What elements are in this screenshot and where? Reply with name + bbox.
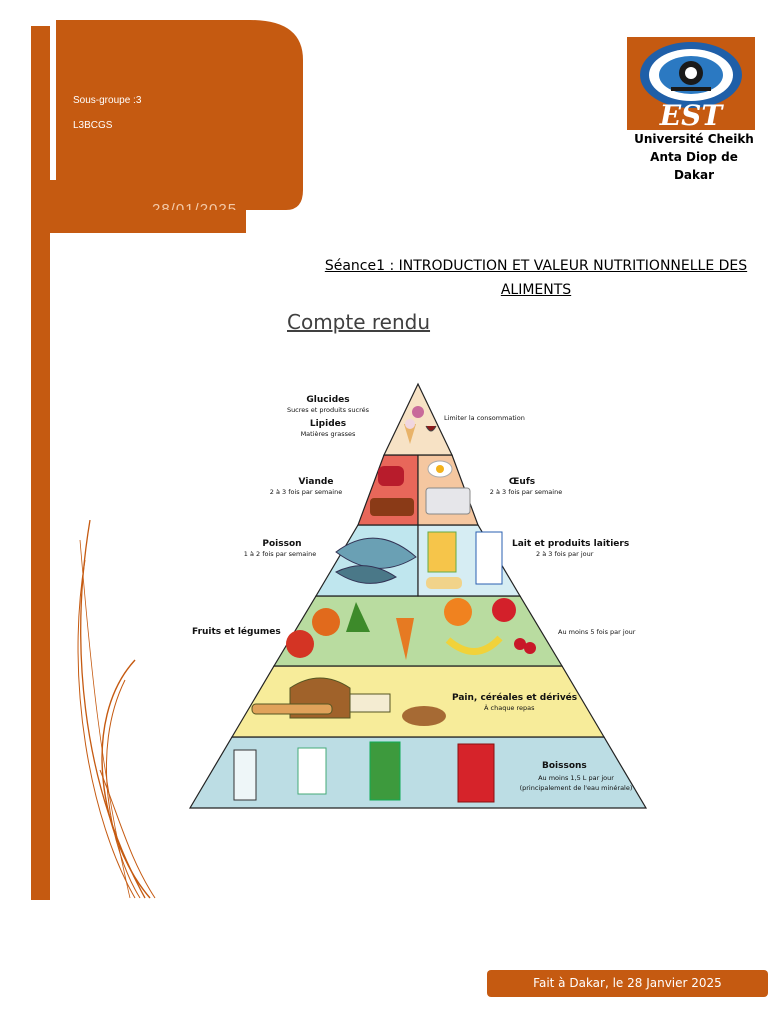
logo-text: EST <box>659 99 725 130</box>
label-matieres: Matières grasses <box>301 430 356 438</box>
label-lait-freq: 2 à 3 fois par jour <box>536 550 594 558</box>
decorative-curls <box>77 520 156 899</box>
university-logo: EST <box>627 37 755 132</box>
subgroup-label: Sous-groupe :3 <box>73 95 142 106</box>
tier-drinks <box>188 736 648 809</box>
class-label: L3BCGS <box>73 120 113 131</box>
report-subtitle: Compte rendu <box>287 310 431 334</box>
footer-signature: Fait à Dakar, le 28 Janvier 2025 <box>487 970 768 997</box>
label-sucres: Sucres et produits sucrés <box>287 406 370 414</box>
drinks-icon <box>233 741 495 803</box>
left-vertical-bar <box>31 26 50 900</box>
label-boissons: Boissons <box>542 761 587 771</box>
label-oeufs-freq: 2 à 3 fois par semaine <box>490 488 562 496</box>
vegetables-icon <box>286 602 414 660</box>
label-pain: Pain, céréales et dérivés <box>452 692 577 703</box>
fruits-icon <box>444 598 536 655</box>
label-limiter: Limiter la consommation <box>444 414 525 422</box>
food-pyramid: Glucides Sucres et produits sucrés Lipid… <box>188 382 648 809</box>
label-fruits-legumes: Fruits et légumes <box>192 626 281 637</box>
label-lait: Lait et produits laitiers <box>512 539 629 549</box>
session-title: Séance1 : INTRODUCTION ET VALEUR NUTRITI… <box>324 258 748 298</box>
meat-icon <box>370 466 414 516</box>
label-viande: Viande <box>299 477 334 487</box>
label-oeufs: Œufs <box>509 477 535 487</box>
label-poisson: Poisson <box>262 539 301 549</box>
university-seal-icon <box>640 42 742 108</box>
label-fruits-freq: Au moins 5 fois par jour <box>558 628 636 636</box>
label-boissons-eau: (principalement de l'eau minérale) <box>520 784 633 792</box>
label-pain-freq: À chaque repas <box>484 703 535 712</box>
fish-icon <box>335 537 417 584</box>
partially-hidden-date: 28/01/2025 <box>152 201 238 210</box>
university-name: Université Cheikh Anta Diop de Dakar <box>634 132 754 182</box>
label-poisson-freq: 1 à 2 fois par semaine <box>244 550 316 558</box>
label-lipides: Lipides <box>310 419 346 429</box>
label-boissons-freq: Au moins 1,5 L par jour <box>538 774 614 782</box>
label-glucides: Glucides <box>306 395 349 405</box>
header-shape <box>50 20 303 233</box>
tier-sweets-fats <box>383 382 453 456</box>
bread-icon <box>251 677 446 726</box>
eggs-icon <box>425 460 471 515</box>
label-viande-freq: 2 à 3 fois par semaine <box>270 488 342 496</box>
sweets-icon <box>404 406 437 444</box>
dairy-icon <box>426 531 503 589</box>
